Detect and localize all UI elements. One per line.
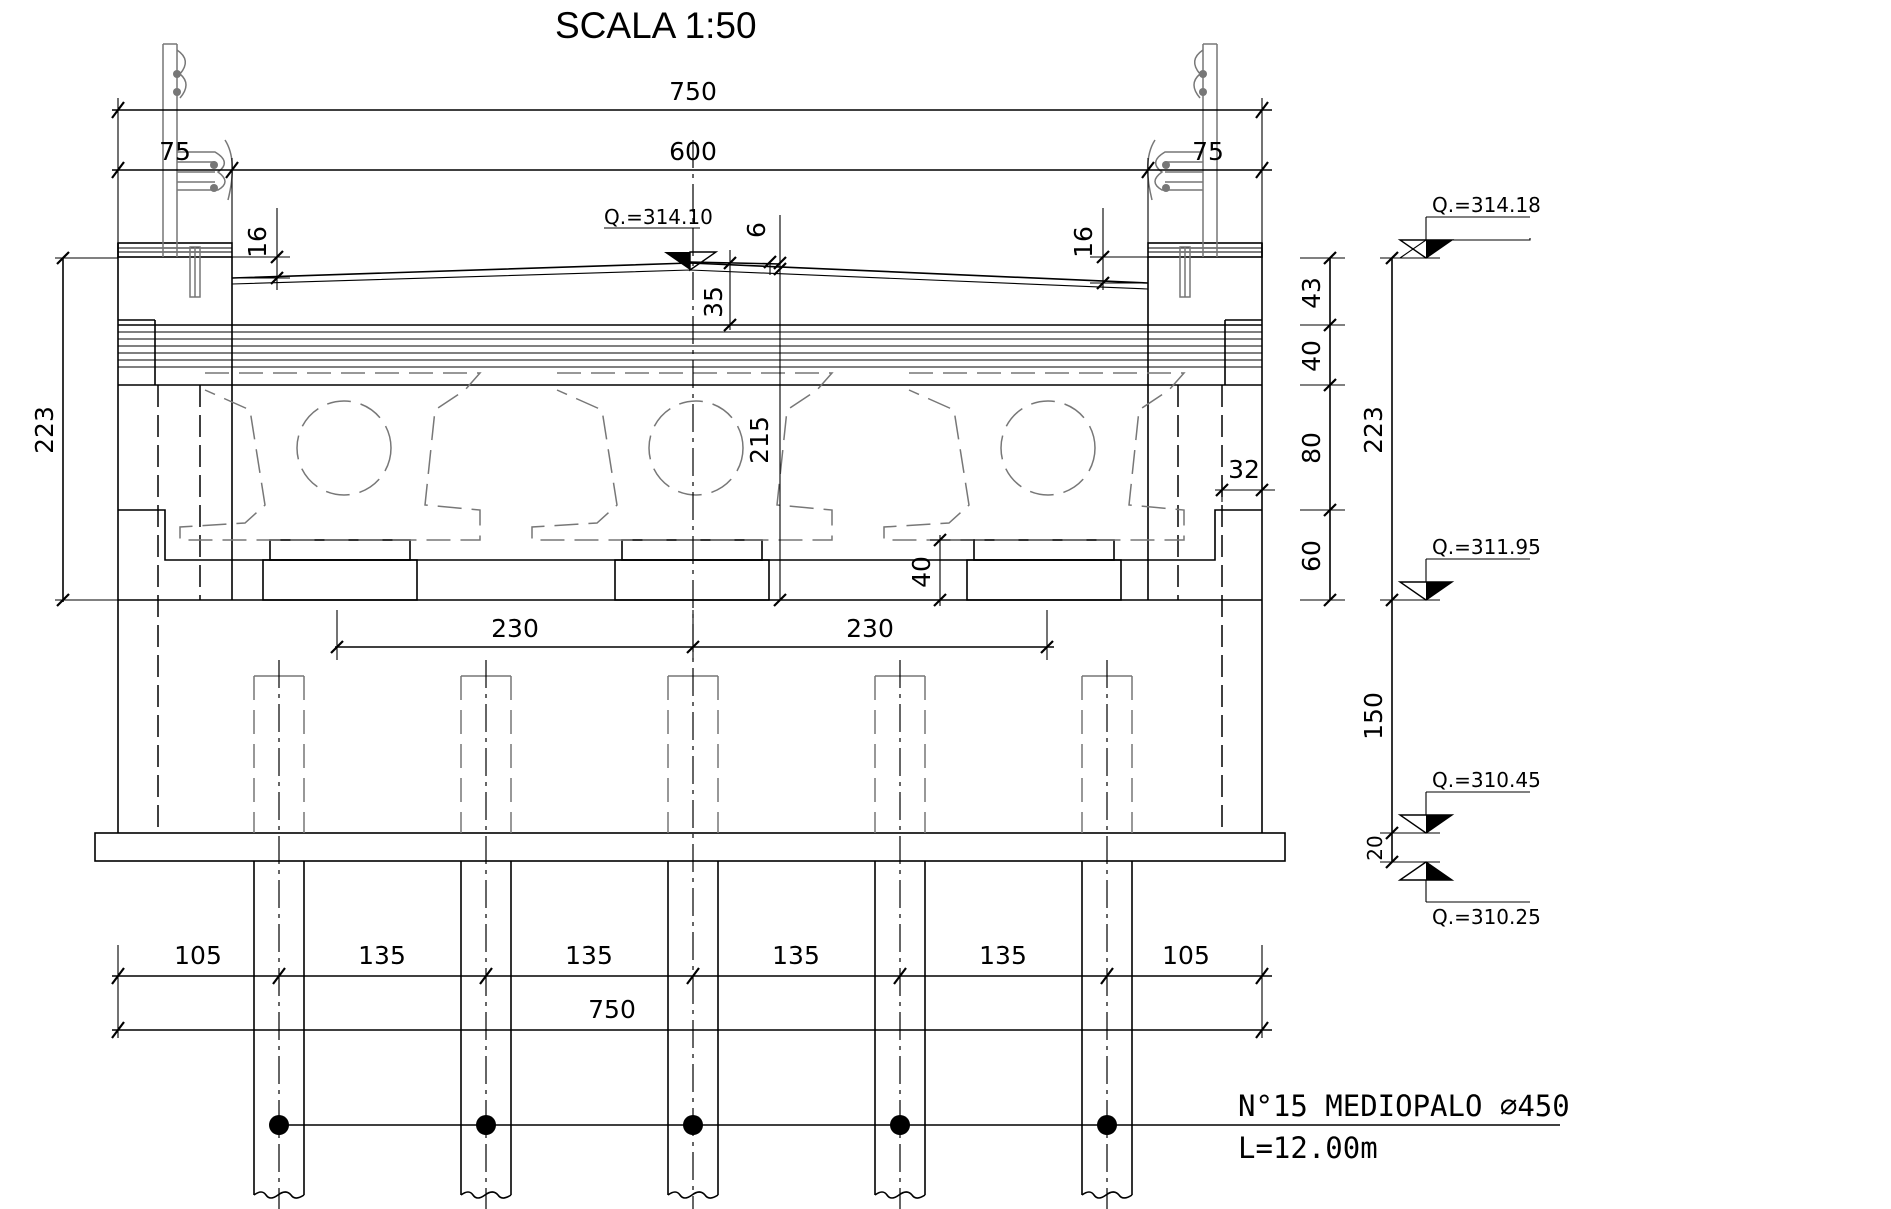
guardrail-right: [1146, 43, 1218, 298]
dim-bearing-height: 40: [907, 556, 936, 588]
dim-right-slope: 16: [1069, 226, 1098, 258]
piles: [253, 140, 1560, 1209]
level-top: Q.=314.18: [1432, 193, 1541, 217]
box-beam-left: [179, 372, 482, 541]
dim-pile-spacing-2: 135: [358, 941, 406, 970]
left-height-dimension: 223: [30, 251, 118, 607]
level-beam-seat: Q.=311.95: [1432, 535, 1541, 559]
dim-center-height: 215: [745, 416, 774, 464]
dim-layer-paving: 43: [1297, 277, 1326, 309]
level-dimensions: 223 150 20 Q.=314.18 Q.=311.95 Q.=310.45: [1359, 193, 1541, 929]
level-marker-cap-bottom: Q.=310.45: [1397, 768, 1541, 834]
dim-pile-spacing-3: 135: [565, 941, 613, 970]
level-marker-top: Q.=314.18: [1397, 193, 1541, 259]
dim-crown-offset: 6: [742, 222, 771, 238]
level-footing-bottom: Q.=310.25: [1432, 905, 1541, 929]
dim-cap-height: 150: [1359, 692, 1388, 740]
dim-top-inner: 600: [669, 137, 717, 166]
dim-left-total-height: 223: [30, 406, 59, 454]
dim-bottom-total: 750: [588, 995, 636, 1024]
level-marker-beam-seat: Q.=311.95: [1397, 535, 1541, 601]
right-layer-dimensions: 43 40 80 60 32 40: [907, 251, 1345, 607]
dim-right-total-height: 223: [1359, 406, 1388, 454]
pile-note: N°15 MEDIOPALO ∅450 L=12.00m: [1238, 1089, 1570, 1165]
level-marker-footing-bottom: Q.=310.25: [1397, 861, 1541, 929]
dim-crown-drop: 35: [699, 286, 728, 318]
box-beam-right: [883, 372, 1186, 541]
dim-left-slope: 16: [243, 226, 272, 258]
pile-marker: [1097, 1115, 1117, 1135]
pile-marker: [269, 1115, 289, 1135]
bottom-dimensions: 105 135 135 135 135 105 750: [111, 941, 1272, 1039]
pile-2: [460, 660, 512, 1209]
dim-pile-spacing-5: 135: [979, 941, 1027, 970]
box-beam-center: [531, 372, 834, 541]
pile-marker: [683, 1115, 703, 1135]
beam-spacing-dimensions: 230 230: [330, 610, 1054, 660]
pile-note-line2: L=12.00m: [1238, 1131, 1378, 1165]
dim-beam-spacing-right: 230: [846, 614, 894, 643]
dim-layer-beam: 80: [1297, 432, 1326, 464]
scale-title: SCALA 1:50: [555, 5, 757, 46]
level-deck-center: Q.=314.10: [604, 205, 713, 229]
level-cap-bottom: Q.=310.45: [1432, 768, 1541, 792]
pile-3: [667, 140, 719, 1209]
dim-beam-spacing-left: 230: [491, 614, 539, 643]
pile-marker: [890, 1115, 910, 1135]
dim-pile-spacing-1: 105: [174, 941, 222, 970]
dim-top-total: 750: [669, 77, 717, 106]
dim-layer-slab: 40: [1297, 340, 1326, 372]
dim-footing-height: 20: [1363, 835, 1387, 860]
dim-left-curb: 75: [159, 137, 191, 166]
dim-right-curb: 75: [1192, 137, 1224, 166]
dim-pile-spacing-4: 135: [772, 941, 820, 970]
dim-pile-spacing-6: 105: [1162, 941, 1210, 970]
dim-layer-base: 60: [1297, 540, 1326, 572]
pile-marker: [476, 1115, 496, 1135]
pile-note-line1: N°15 MEDIOPALO ∅450: [1238, 1089, 1570, 1123]
top-dimensions: 750 75 600 75 16 16 35 215: [111, 77, 1272, 607]
dim-side-offset: 32: [1228, 455, 1260, 484]
